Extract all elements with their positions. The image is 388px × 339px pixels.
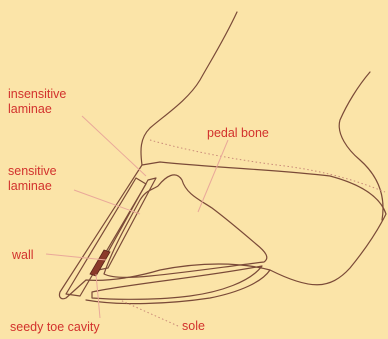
label-wall: wall xyxy=(11,248,34,262)
coronary-outline xyxy=(150,140,385,192)
leader-wall xyxy=(46,254,106,260)
leader-sensitive-laminae xyxy=(74,190,140,214)
label-insensitive-laminae-line1: insensitive xyxy=(8,87,66,101)
label-sensitive-laminae-line2: laminae xyxy=(8,179,52,193)
seedy-toe-cavity-shape xyxy=(90,250,110,276)
label-pedal-bone: pedal bone xyxy=(207,126,269,140)
label-sensitive-laminae-line1: sensitive xyxy=(8,164,57,178)
wall-band xyxy=(66,178,146,296)
sole-shape xyxy=(92,266,262,299)
label-seedy-toe-cavity: seedy toe cavity xyxy=(10,320,100,334)
leader-insensitive-laminae xyxy=(82,116,146,176)
label-sole: sole xyxy=(182,319,205,333)
leader-pedal-bone xyxy=(198,140,228,212)
pastern-back-outline xyxy=(339,72,383,220)
hoof-wall xyxy=(59,162,386,299)
label-insensitive-laminae-line2: laminae xyxy=(8,102,52,116)
pastern-front-outline xyxy=(141,12,237,165)
